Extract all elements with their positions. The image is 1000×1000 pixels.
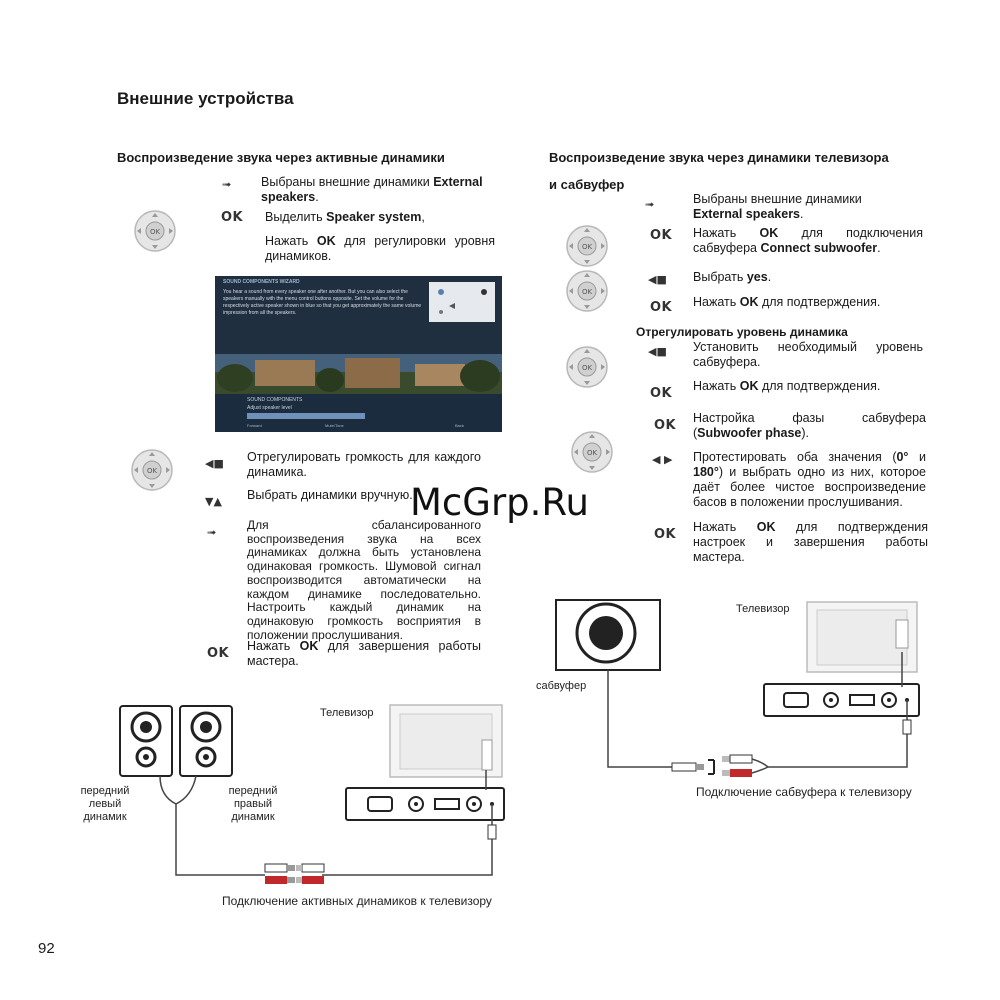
right-step-select-yes: Выбрать yes.: [693, 270, 772, 284]
screen-bar-title: SOUND COMPONENTS: [247, 397, 303, 403]
screen-bottom-bar: SOUND COMPONENTS Adjust speaker level Fo…: [215, 394, 502, 432]
screen-foot-mid: Mute/Tone: [325, 423, 344, 428]
subwoofer-diagram: [555, 599, 920, 777]
subwoofer-label: сабвуфер: [536, 680, 587, 692]
screen-landscape-image: [215, 354, 502, 396]
right-section-heading-2: и сабвуфер: [549, 177, 625, 192]
remote-control-icon: OK: [571, 431, 613, 473]
page-number: 92: [38, 940, 55, 957]
svg-text:OK: OK: [587, 449, 598, 457]
right-arrow-icon: ➟: [645, 198, 655, 211]
right-diagram-caption: Подключение сабвуфера к телевизору: [696, 785, 912, 799]
left-step-press-ok: Нажать OK для регулировки уровня динамик…: [265, 234, 495, 263]
screen-title: SOUND COMPONENTS WIZARD: [223, 279, 300, 285]
right-step-confirm-1: Нажать OK для подтверждения.: [693, 295, 881, 309]
left-right-icon: ◀■: [648, 345, 667, 358]
right-tv-label: Телевизор: [736, 603, 790, 615]
ok-button-icon: OK: [650, 228, 673, 243]
right-section-heading: Воспроизведение звука через динамики тел…: [549, 150, 889, 165]
svg-text:OK: OK: [582, 243, 593, 251]
left-diagram-caption: Подключение активных динамиков к телевиз…: [222, 894, 492, 908]
screen-foot-right: Back: [455, 423, 464, 428]
ok-button-icon: OK: [650, 386, 673, 401]
svg-text:OK: OK: [582, 288, 593, 296]
remote-control-icon: OK: [566, 270, 608, 312]
ok-button-icon: OK: [650, 300, 673, 315]
right-step-phase: Настройка фазы сабвуфера (Subwoofer phas…: [693, 411, 926, 440]
left-section-heading: Воспроизведение звука через активные дин…: [117, 150, 445, 165]
right-step-finish: Нажать OK для подтверждения настроек и з…: [693, 520, 929, 564]
remote-control-icon: OK: [566, 346, 608, 388]
left-right-icon: ◀■: [648, 273, 667, 286]
ok-button-icon: OK: [654, 527, 677, 542]
left-note-external: Выбраны внешние динамики External speake…: [261, 175, 483, 204]
left-step-speaker-system: Выделить Speaker system,: [265, 210, 425, 224]
screen-text: You hear a sound from every speaker one …: [223, 289, 422, 316]
svg-text:OK: OK: [147, 467, 158, 475]
watermark: McGrp.Ru: [410, 481, 589, 524]
up-down-icon: ▼▲: [205, 495, 222, 508]
ok-button-icon: OK: [207, 646, 230, 661]
tv-screen-wizard: SOUND COMPONENTS WIZARD You hear a sound…: [215, 276, 502, 432]
right-arrow-icon: ➟: [207, 526, 217, 539]
right-arrow-icon: ➟: [222, 178, 232, 191]
right-step-set-level: Установить необходимый уровень сабвуфера…: [693, 340, 923, 369]
ok-button-icon: OK: [654, 418, 677, 433]
left-right-icon: ◀ ▶: [652, 453, 673, 466]
screen-bar-subtitle: Adjust speaker level: [247, 405, 292, 411]
page-title: Внешние устройства: [117, 89, 294, 108]
front-left-label: передний левый динамик: [80, 785, 130, 823]
left-step-finish: Нажать OK для завершения работы мастера.: [247, 639, 481, 668]
screen-foot-left: Forward: [247, 423, 262, 428]
left-step-manual-select: Выбрать динамики вручную.: [247, 488, 413, 502]
screen-level-selector: [247, 413, 365, 419]
right-step-connect-sub: Нажать OK для подключения сабвуфера Conn…: [693, 226, 923, 255]
left-tv-label: Телевизор: [320, 707, 374, 719]
svg-text:OK: OK: [150, 228, 161, 236]
remote-control-icon: OK: [134, 210, 176, 252]
ok-button-icon: OK: [221, 210, 244, 225]
right-step-confirm-2: Нажать OK для подтверждения.: [693, 379, 881, 393]
remote-control-icon: OK: [566, 225, 608, 267]
right-step-test-phase: Протестировать оба значения (0° и 180°) …: [693, 450, 926, 509]
front-right-label: передний правый динамик: [228, 785, 278, 823]
svg-text:OK: OK: [582, 364, 593, 372]
active-speakers-diagram: [119, 704, 505, 884]
left-right-icon: ◀■: [205, 457, 224, 470]
left-step-adjust-volume: Отрегулировать громкость для каждого дин…: [247, 450, 481, 479]
screen-speaker-panel: [429, 282, 495, 322]
left-note-balance: Для сбалансированного воспроизведения зв…: [247, 518, 481, 642]
remote-control-icon: OK: [131, 449, 173, 491]
right-subheading-level: Отрегулировать уровень динамика: [636, 325, 848, 339]
